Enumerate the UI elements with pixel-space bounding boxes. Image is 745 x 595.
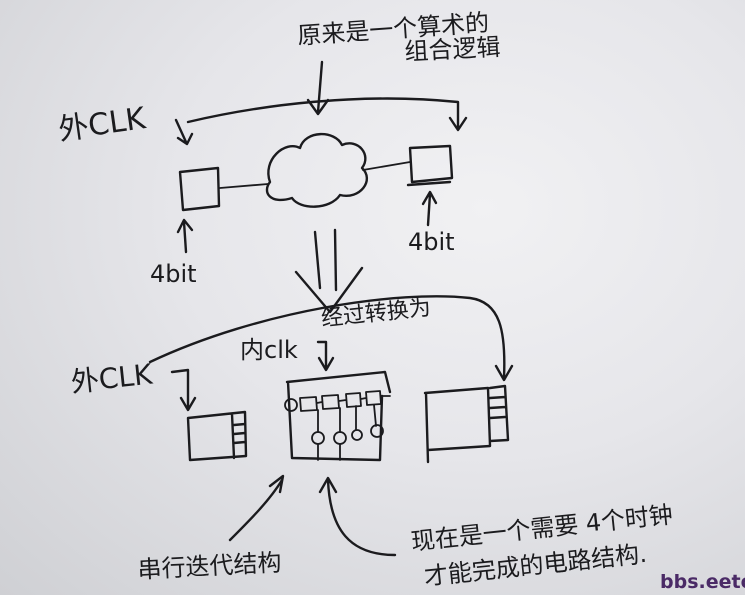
wire-right [362,161,411,171]
wire-left [219,183,269,189]
4bit-arrow-left [176,218,194,254]
input-shift-register [186,410,248,462]
input-width-right: 4bit [408,228,455,256]
int-clk-label: 内clk [240,336,298,364]
clk-arrow-left [174,118,194,146]
combinational-logic-cloud [265,132,369,208]
note-arrow [306,60,330,116]
clk-arrow-bottom-left [170,368,197,412]
watermark: bbs.eetop.cn [660,571,745,593]
serial-arrow [228,474,285,542]
ext-clk-top-label: 外CLK [56,101,149,148]
input-width-left: 4bit [150,260,197,288]
clock-line-bottom [148,295,514,382]
serial-iteration-block [284,370,392,462]
clock-line-top [186,97,468,132]
4bit-arrow-right [421,190,438,227]
input-register-left [178,166,221,212]
transform-arrow [294,228,364,314]
int-clk-arrow [316,340,335,372]
serial-structure-label: 串行迭代结构 [137,548,282,583]
ext-clk-bottom-label: 外CLK [69,358,154,399]
explanation-arrow [318,476,397,557]
top-note-line2: 组合逻辑 [404,33,501,66]
output-register-right [406,144,454,187]
output-shift-register [423,384,510,464]
